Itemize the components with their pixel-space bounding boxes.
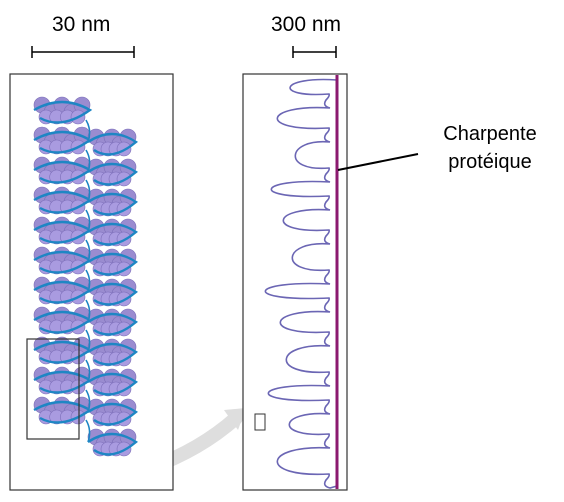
scale-label-300nm: 300 nm xyxy=(271,13,342,36)
nucleosome xyxy=(87,368,139,397)
callout-line-1: Charpente xyxy=(443,123,537,145)
callout-pointer-line xyxy=(337,153,419,171)
nucleosome xyxy=(33,366,93,395)
nucleosome xyxy=(33,156,93,185)
scale-bar-300nm xyxy=(292,46,337,58)
linker-dna xyxy=(85,179,91,203)
nucleosome xyxy=(33,306,93,335)
nucleosome xyxy=(33,396,93,425)
scale-label-30nm: 30 nm xyxy=(52,13,111,36)
nucleosome xyxy=(33,186,93,215)
nucleosome xyxy=(87,158,139,187)
nucleosome xyxy=(33,336,93,365)
scaffold-callout-label: Charpente protéique xyxy=(425,120,555,176)
linker-dna xyxy=(85,299,91,323)
nucleosome xyxy=(87,338,139,367)
linker-dna xyxy=(85,419,91,443)
nucleosome xyxy=(87,128,139,157)
callout-line-2: protéique xyxy=(448,151,532,173)
dna-loops-path xyxy=(264,78,338,489)
linker-dna xyxy=(85,239,91,263)
linker-dna xyxy=(85,359,91,383)
linker-dna xyxy=(85,269,91,293)
linker-dna xyxy=(85,119,91,143)
nucleosome xyxy=(33,216,93,245)
fiber-segment-marker xyxy=(254,413,266,431)
nucleosome xyxy=(87,308,139,337)
nucleosome xyxy=(33,126,93,155)
loop-domains xyxy=(264,78,338,489)
linker-dna xyxy=(85,329,91,353)
nucleosome xyxy=(87,188,139,217)
nucleosome xyxy=(33,96,93,125)
nucleosome xyxy=(87,398,139,427)
linker-dna xyxy=(85,389,91,413)
linker-dna xyxy=(85,209,91,233)
zoom-region-box xyxy=(26,338,80,440)
nucleosome xyxy=(87,428,139,457)
linker-dna xyxy=(85,149,91,173)
nucleosome xyxy=(87,248,139,277)
transition-arrow-head xyxy=(224,408,246,430)
nucleosome xyxy=(33,246,93,275)
nucleosome xyxy=(87,218,139,247)
nucleosome xyxy=(87,278,139,307)
chromatin-fiber-30nm xyxy=(33,96,139,457)
nucleosome xyxy=(33,276,93,305)
scale-bar-30nm xyxy=(31,46,135,58)
